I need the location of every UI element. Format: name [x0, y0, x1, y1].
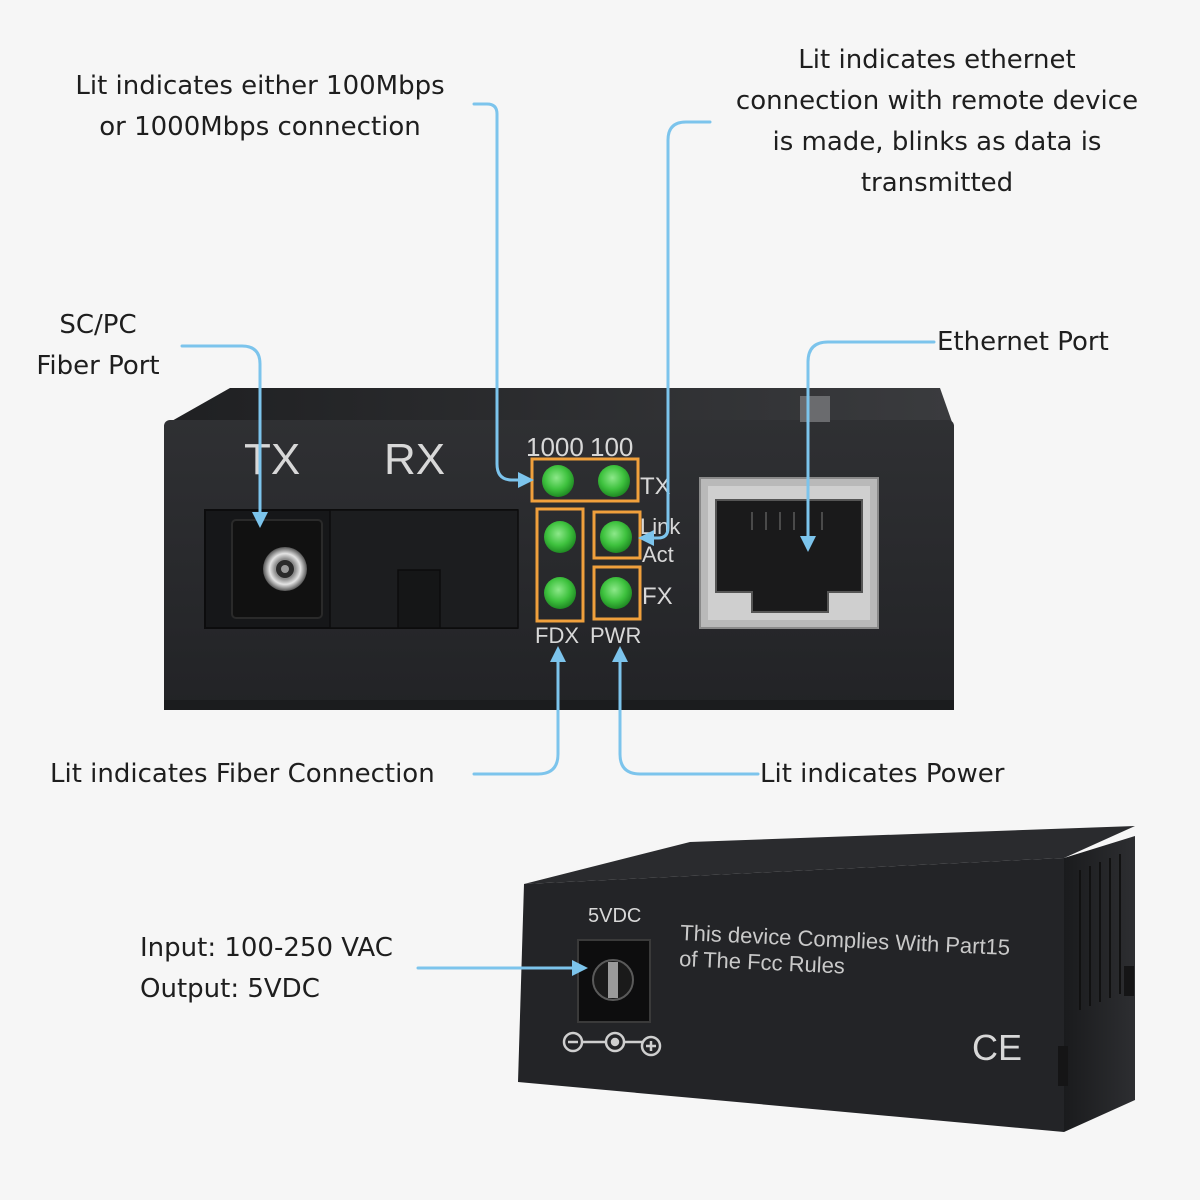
- led-label-act: Act: [642, 542, 674, 567]
- led-box-link: [592, 510, 642, 560]
- arrowhead-power-input: [572, 960, 588, 976]
- callout-power: Lit indicates Power: [760, 754, 1004, 795]
- callout-link: Lit indicates ethernet connection with r…: [712, 40, 1162, 204]
- dc-power-label: 5VDC: [588, 905, 641, 927]
- callout-power-line-1: Lit indicates Power: [760, 759, 1005, 789]
- callout-link-line-2: connection with remote device: [735, 86, 1139, 116]
- callout-ethernet-port-line-1: Ethernet Port: [937, 327, 1109, 357]
- callout-fiber-connection: Lit indicates Fiber Connection: [50, 754, 435, 795]
- callout-fiber-port: SC/PC Fiber Port: [18, 305, 178, 387]
- arrowhead-link: [638, 530, 654, 546]
- arrowhead-power: [612, 646, 628, 662]
- back-device-foot-2: [1124, 966, 1134, 996]
- callout-link-line-4: transmitted: [860, 168, 1014, 198]
- dc-jack: [577, 939, 651, 1023]
- back-device-face: [518, 858, 1064, 1132]
- callout-fiber-port-line-1: SC/PC: [59, 310, 137, 340]
- callout-power-input: Input: 100-250 VAC Output: 5VDC: [140, 928, 393, 1010]
- led-label-tx: TX: [640, 473, 671, 500]
- callout-speed-line-1: Lit indicates either 100Mbps: [75, 71, 445, 101]
- callout-speed-line-2: or 1000Mbps connection: [99, 112, 421, 142]
- arrowhead-speed: [518, 472, 534, 488]
- front-rx-label: RX: [384, 435, 445, 484]
- sc-fiber-module: [204, 509, 519, 629]
- led-fdx-upper: [544, 521, 576, 553]
- led-label-fx: FX: [642, 583, 673, 610]
- led-label-1000: 1000: [526, 432, 584, 462]
- callout-fiber-connection-line-1: Lit indicates Fiber Connection: [50, 759, 435, 789]
- callout-power-input-line-2: Output: 5VDC: [140, 974, 320, 1004]
- connector-speed: [472, 102, 524, 482]
- callout-power-input-line-1: Input: 100-250 VAC: [140, 933, 393, 963]
- callout-ethernet-port: Ethernet Port: [937, 322, 1109, 363]
- connector-fiber-connection: [472, 658, 560, 776]
- connector-power: [618, 658, 760, 776]
- connector-fiber-port: [180, 344, 262, 516]
- led-box-fdx: [535, 507, 585, 623]
- led-1000: [542, 465, 574, 497]
- led-fdx: [544, 577, 576, 609]
- front-tx-label: TX: [244, 435, 300, 484]
- front-device: TX RX 1000 100 TX Link Act FX FDX PWR: [164, 388, 954, 710]
- led-link-act: [600, 521, 632, 553]
- front-device-sticker: [800, 396, 830, 422]
- led-100: [598, 465, 630, 497]
- front-device-top: [170, 388, 952, 422]
- led-label-pwr: PWR: [590, 623, 641, 648]
- led-label-100: 100: [590, 432, 633, 462]
- connector-link: [648, 120, 712, 540]
- back-device: 5VDC This device Complies With Part15 of…: [518, 826, 1135, 1132]
- connector-ethernet: [806, 340, 936, 540]
- polarity-symbol: [562, 1031, 662, 1057]
- side-vents: [1079, 854, 1121, 1010]
- led-pwr: [600, 577, 632, 609]
- ce-mark: CE: [972, 1027, 1022, 1068]
- arrowhead-fiber-connection: [550, 646, 566, 662]
- rj45-port: [699, 477, 879, 629]
- led-box-pwr: [592, 565, 642, 621]
- back-device-foot: [1058, 1046, 1068, 1086]
- led-label-fdx: FDX: [535, 623, 579, 648]
- callout-speed: Lit indicates either 100Mbps or 1000Mbps…: [40, 66, 480, 148]
- callout-link-line-3: is made, blinks as data is: [772, 127, 1102, 157]
- back-device-top: [524, 826, 1135, 884]
- callout-fiber-port-line-2: Fiber Port: [36, 351, 160, 381]
- callout-link-line-1: Lit indicates ethernet: [798, 45, 1076, 75]
- arrowhead-ethernet: [800, 536, 816, 552]
- arrowhead-fiber-port: [252, 512, 268, 528]
